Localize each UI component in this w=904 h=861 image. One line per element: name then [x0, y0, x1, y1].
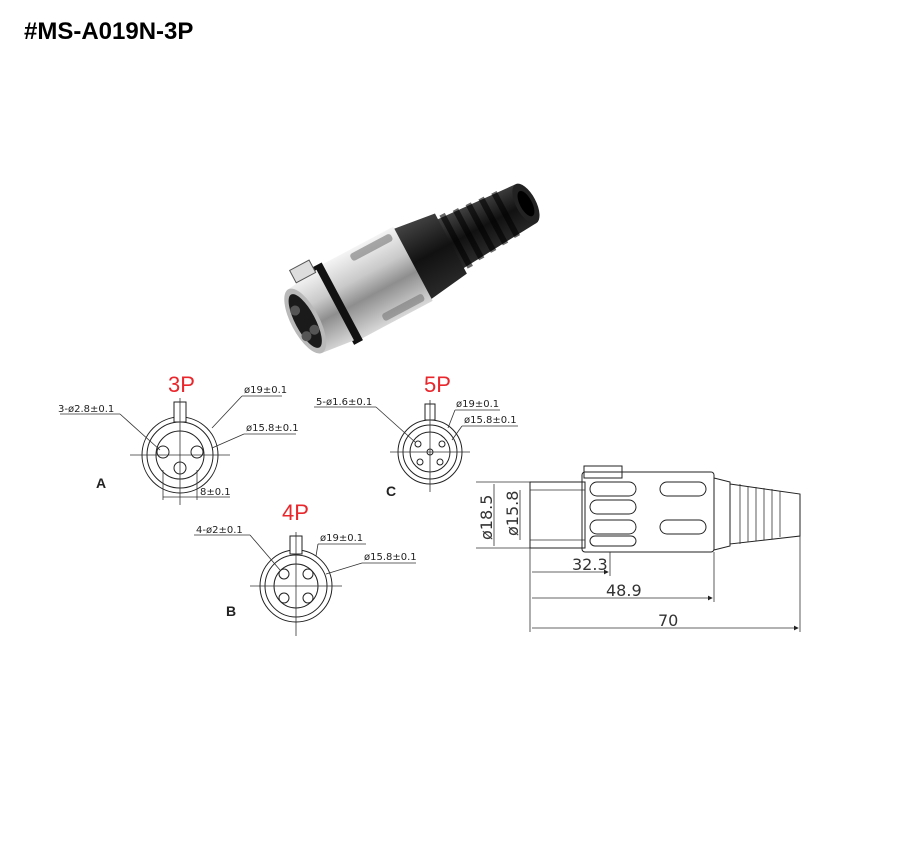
view-letter-b: B	[226, 603, 236, 619]
view-3p: 3P 3-ø2.8±0.1 ø19±0.1 ø15.8±0.1 8±0.1 A	[58, 372, 299, 505]
dim-outer-diameter: ø18.5	[477, 495, 496, 540]
outer-dia-3p: ø19±0.1	[244, 385, 287, 396]
pin-hole	[414, 440, 422, 448]
product-title: #MS-A019N-3P	[24, 18, 194, 45]
pin-hole	[436, 458, 444, 466]
view-letter-a: A	[96, 475, 106, 491]
pin-hole	[302, 568, 314, 580]
view-5p: 5P 5-ø1.6±0.1 ø19±0.1 ø15.8±0.1 C	[314, 372, 518, 499]
inner-dia-4p: ø15.8±0.1	[364, 552, 417, 563]
hole-spec-4p: 4-ø2±0.1	[196, 525, 243, 536]
outer-dia-4p: ø19±0.1	[320, 533, 363, 544]
spacing-3p: 8±0.1	[200, 487, 231, 498]
side-view: 32.3 48.9 70 ø18.5 ø15.8	[476, 465, 801, 632]
boot-collar	[713, 477, 731, 551]
dim-inner-diameter: ø15.8	[503, 491, 522, 536]
pin-hole	[416, 458, 424, 466]
pin-hole	[278, 568, 290, 580]
body	[581, 471, 715, 553]
view-letter-c: C	[386, 483, 396, 499]
view-4p: 4P 4-ø2±0.1 ø19±0.1 ø15.8±0.1 B	[194, 500, 417, 636]
inner-dia-5p: ø15.8±0.1	[464, 415, 517, 426]
label-5p: 5P	[424, 372, 451, 397]
dim-total-length: 70	[658, 611, 678, 630]
outer-dia-5p: ø19±0.1	[456, 399, 499, 410]
pin-hole	[278, 592, 290, 604]
pin-hole	[302, 592, 314, 604]
dim-front-length: 32.3	[572, 555, 608, 574]
pin-hole	[156, 445, 170, 459]
pin-hole	[438, 440, 446, 448]
front-shell	[529, 481, 586, 549]
inner-dia-3p: ø15.8±0.1	[246, 423, 299, 434]
pin-hole	[190, 445, 204, 459]
cable-boot	[433, 183, 540, 271]
hole-spec-3p: 3-ø2.8±0.1	[58, 404, 114, 415]
dim-body-length: 48.9	[606, 581, 642, 600]
connector-photo	[284, 183, 540, 354]
label-3p: 3P	[168, 372, 195, 397]
label-4p: 4P	[282, 500, 309, 525]
boot	[729, 483, 801, 545]
hole-spec-5p: 5-ø1.6±0.1	[316, 397, 372, 408]
